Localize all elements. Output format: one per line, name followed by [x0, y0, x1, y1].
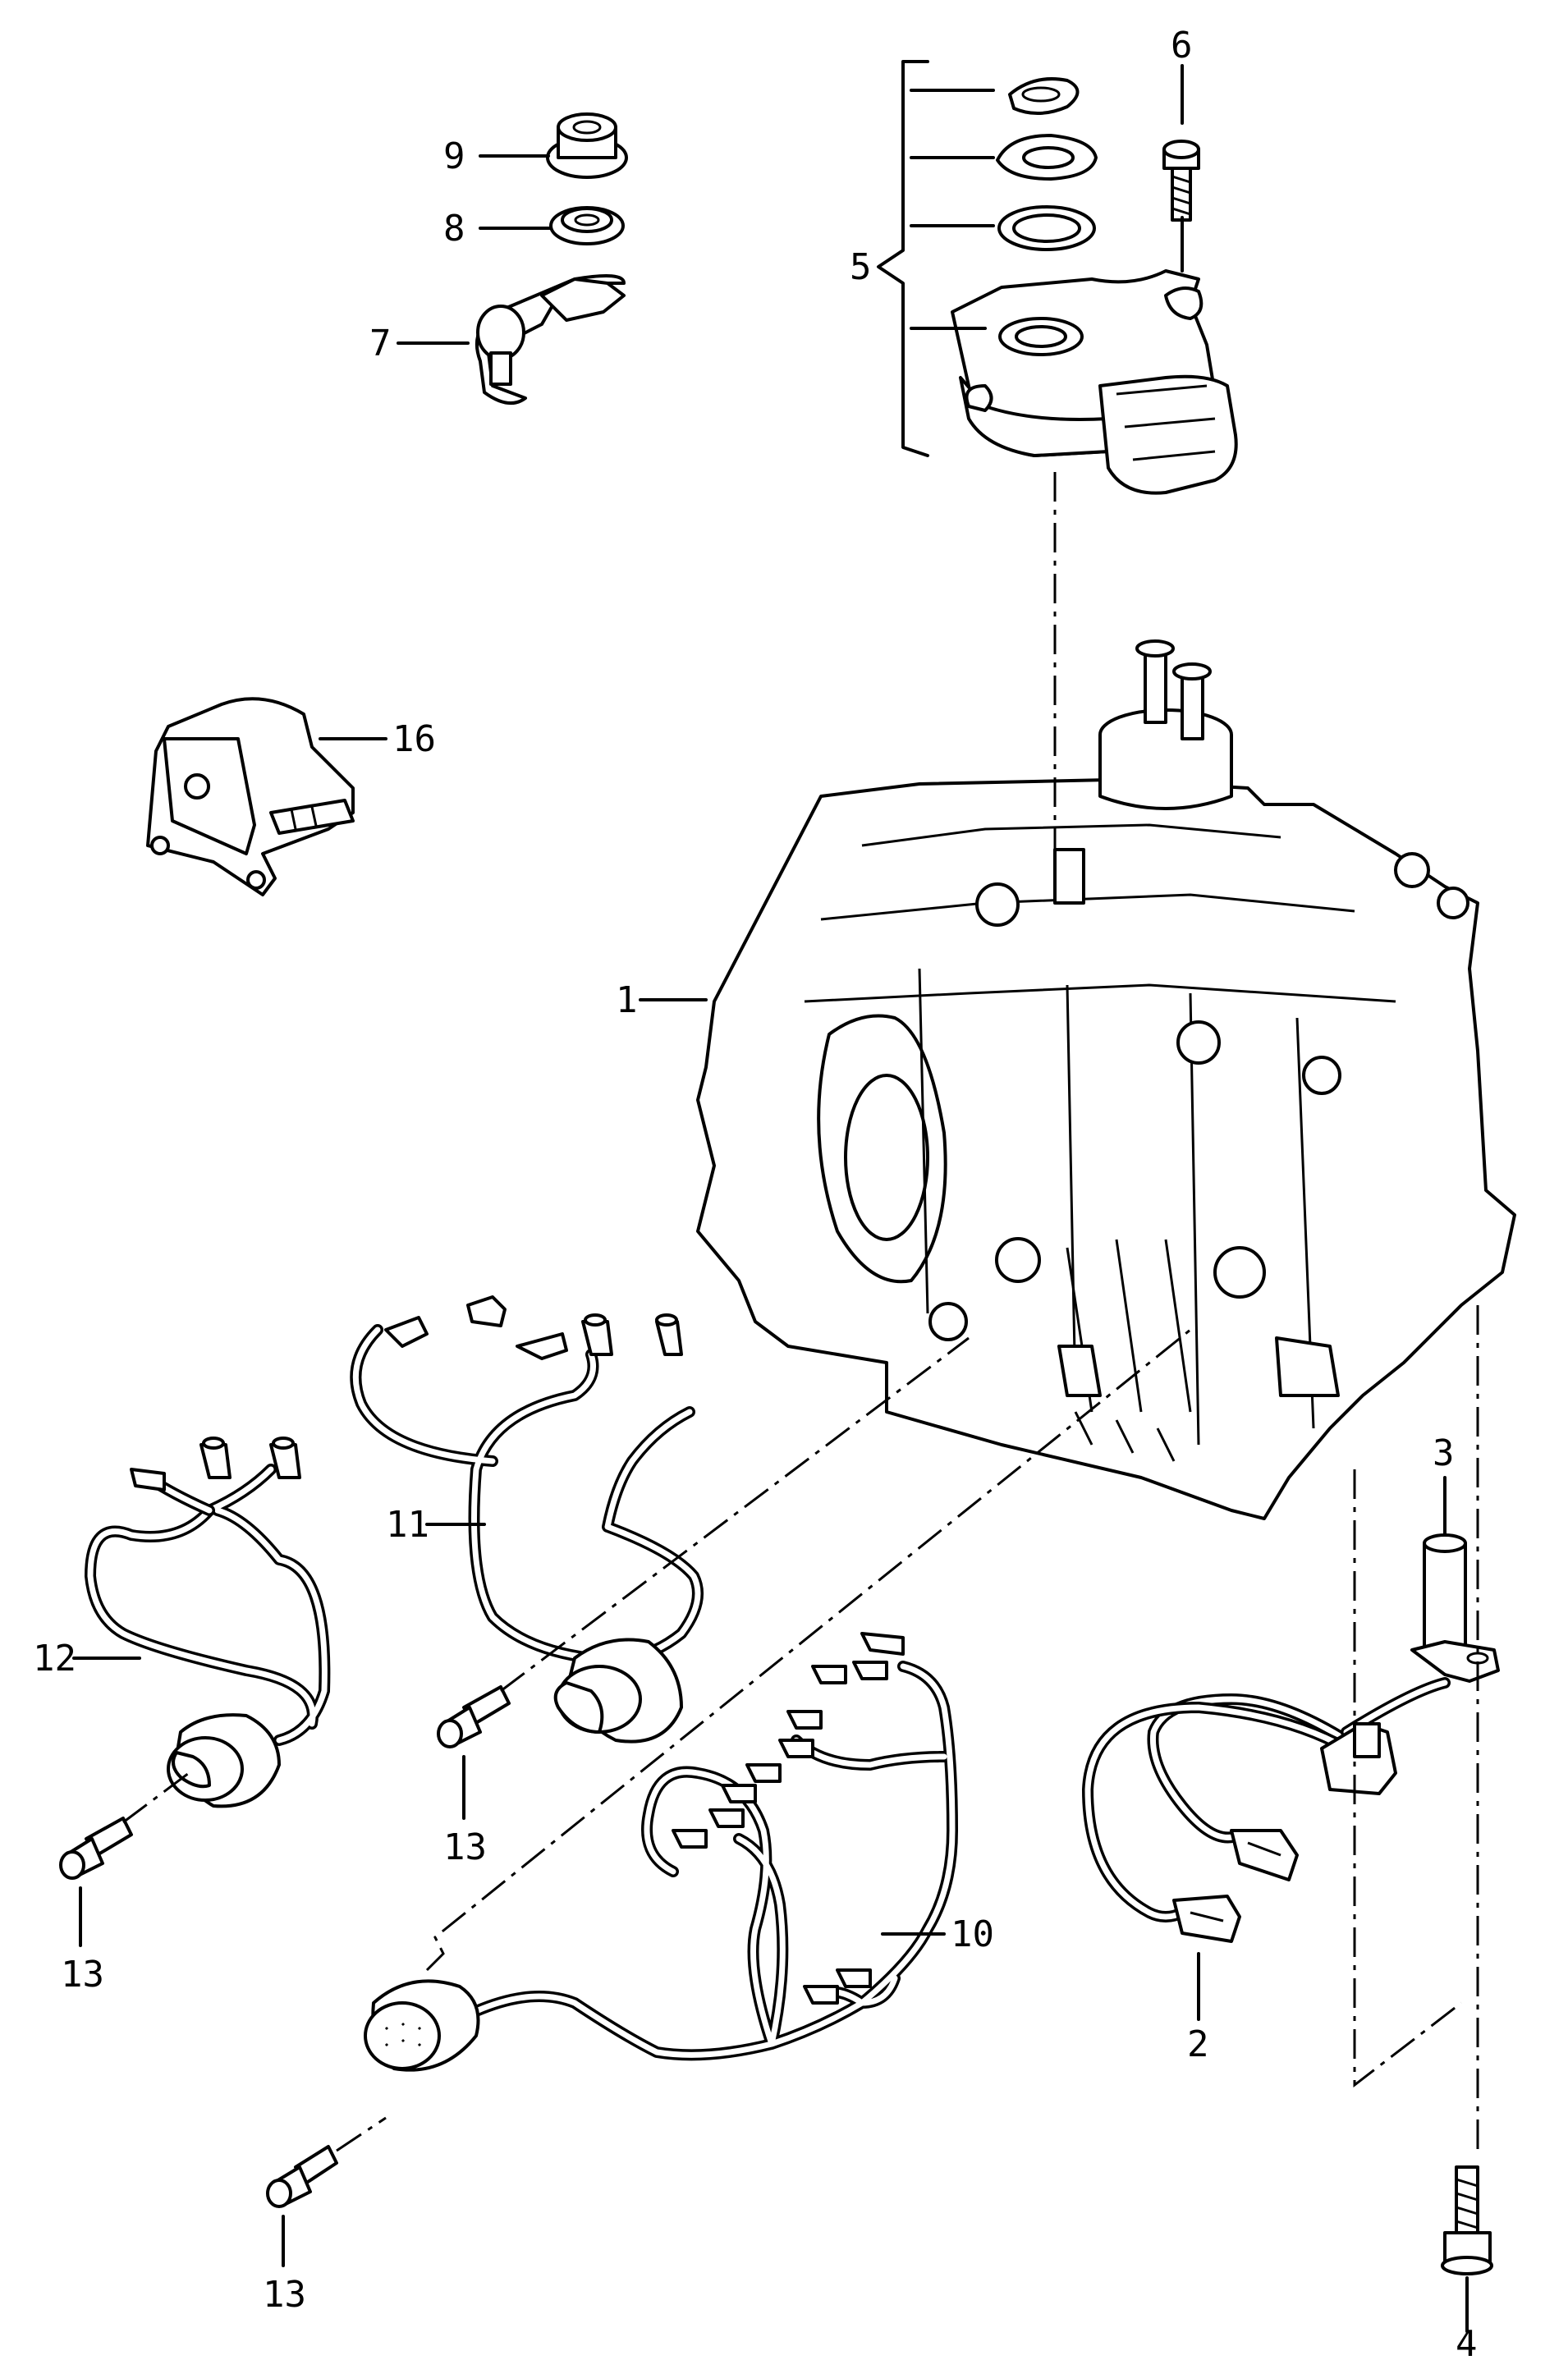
leader-lines — [72, 64, 1469, 2333]
part-5-bracket-ticks — [910, 89, 995, 330]
part-11-wiring-harness — [350, 1295, 704, 1744]
part-9-flange-nut — [546, 112, 628, 179]
part-13-bolt-a — [437, 1685, 511, 1748]
assembly-lines — [122, 472, 1479, 2152]
callout-2: 2 — [1187, 2023, 1209, 2065]
callout-11: 11 — [386, 1504, 429, 1546]
part-5-bracket — [877, 60, 929, 457]
part-10-wiring-harness — [364, 1632, 958, 2072]
callout-12: 12 — [33, 1638, 76, 1679]
part-6-bolt — [1162, 140, 1200, 222]
callout-1: 1 — [616, 979, 638, 1021]
part-8-lock-washer — [549, 206, 625, 245]
part-2-sensor-harness — [1082, 1677, 1451, 1943]
callout-3: 3 — [1433, 1432, 1455, 1474]
callout-8: 8 — [443, 208, 465, 250]
callout-4: 4 — [1456, 2323, 1478, 2360]
callout-10: 10 — [951, 1913, 994, 1955]
part-16-transmission-mount — [146, 697, 355, 896]
callout-16: 16 — [392, 718, 436, 760]
part-13-bolt-b — [59, 1817, 133, 1880]
part-1-transmission-housing — [696, 639, 1516, 1520]
part-3-speed-sensor — [1410, 1533, 1500, 1683]
callout-9: 9 — [443, 135, 465, 177]
callout-13-c: 13 — [263, 2274, 306, 2316]
part-12-wiring-harness — [85, 1437, 331, 1808]
part-7-ball-stud-lever — [475, 274, 626, 406]
callout-labels: 9 8 7 6 5 16 1 11 12 10 3 2 13 13 13 4 — [33, 25, 1478, 2360]
part-13-bolt-c — [266, 2145, 338, 2208]
part-5-selector-switch-assembly — [951, 77, 1238, 495]
callout-5: 5 — [850, 246, 872, 288]
callout-6: 6 — [1171, 25, 1193, 66]
part-4-bolt — [1441, 2165, 1493, 2275]
callout-13-a: 13 — [443, 1826, 487, 1868]
callout-7: 7 — [369, 323, 392, 364]
callout-13-b: 13 — [61, 1954, 104, 1996]
